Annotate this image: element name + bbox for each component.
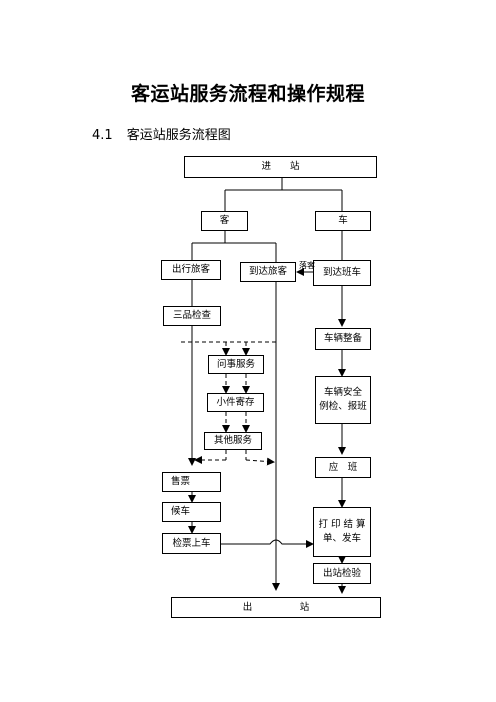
box-arriving-bus: 到达班车	[313, 260, 371, 286]
page-title: 客运站服务流程和操作规程	[130, 83, 365, 105]
line-boarding-to-print	[221, 539, 314, 548]
box-passenger: 客	[201, 211, 248, 231]
print-settlement-line2: 单、发车	[322, 533, 361, 544]
box-departing-passenger: 出行旅客	[161, 260, 221, 280]
box-ticket-sales: 售票	[162, 472, 221, 492]
box-other-services: 其他服务	[204, 432, 262, 450]
box-three-item-check: 三品检查	[163, 306, 221, 326]
box-print-settlement: 打 印 结 算 单、发车	[313, 507, 371, 557]
box-inquiry-service: 问事服务	[208, 355, 264, 374]
box-vehicle-prep: 车辆整备	[315, 328, 371, 350]
box-waiting: 候车	[162, 502, 221, 522]
print-settlement-line1: 打 印 结 算	[318, 519, 366, 531]
box-arriving-passenger: 到达旅客	[240, 262, 296, 282]
vehicle-safety-line1: 车辆安全	[323, 387, 362, 399]
box-enter-station: 进 站	[184, 156, 377, 178]
box-dispatch: 应 班	[315, 457, 371, 478]
box-vehicle-safety: 车辆安全 例检、报班	[315, 376, 371, 424]
vehicle-safety-line2: 例检、报班	[319, 401, 367, 412]
box-ticket-check-boarding: 检票上车	[162, 533, 221, 554]
box-vehicle: 车	[315, 211, 371, 231]
dash-bottom-right	[245, 457, 275, 466]
section-title: 客运站服务流程图	[126, 128, 231, 143]
box-small-item-storage: 小件寄存	[207, 393, 264, 412]
label-drop-off: 落客	[299, 261, 315, 270]
section-heading: 4.1 客运站服务流程图	[92, 124, 231, 143]
section-number: 4.1	[92, 128, 113, 143]
box-exit-station: 出 站	[171, 597, 381, 618]
box-exit-check: 出站检验	[313, 563, 371, 584]
